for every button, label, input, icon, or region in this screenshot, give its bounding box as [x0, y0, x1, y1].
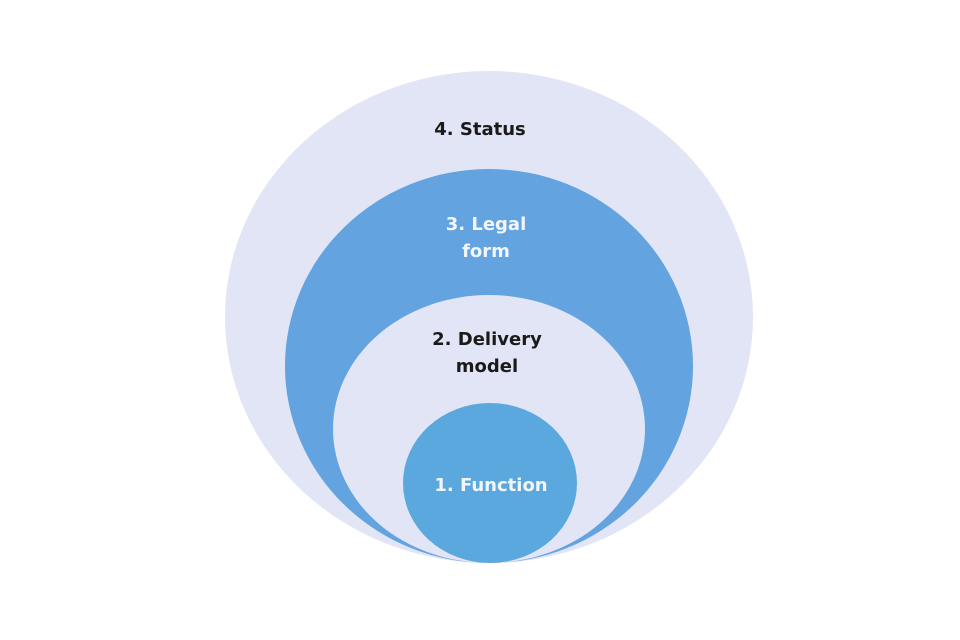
layer-2-label: 2. Delivery model — [432, 329, 542, 377]
layer-4-label: 4. Status — [434, 119, 526, 140]
layer-1-function-circle — [403, 403, 577, 563]
layer-1-label: 1. Function — [434, 475, 548, 496]
layer-3-label: 3. Legal form — [445, 214, 527, 262]
